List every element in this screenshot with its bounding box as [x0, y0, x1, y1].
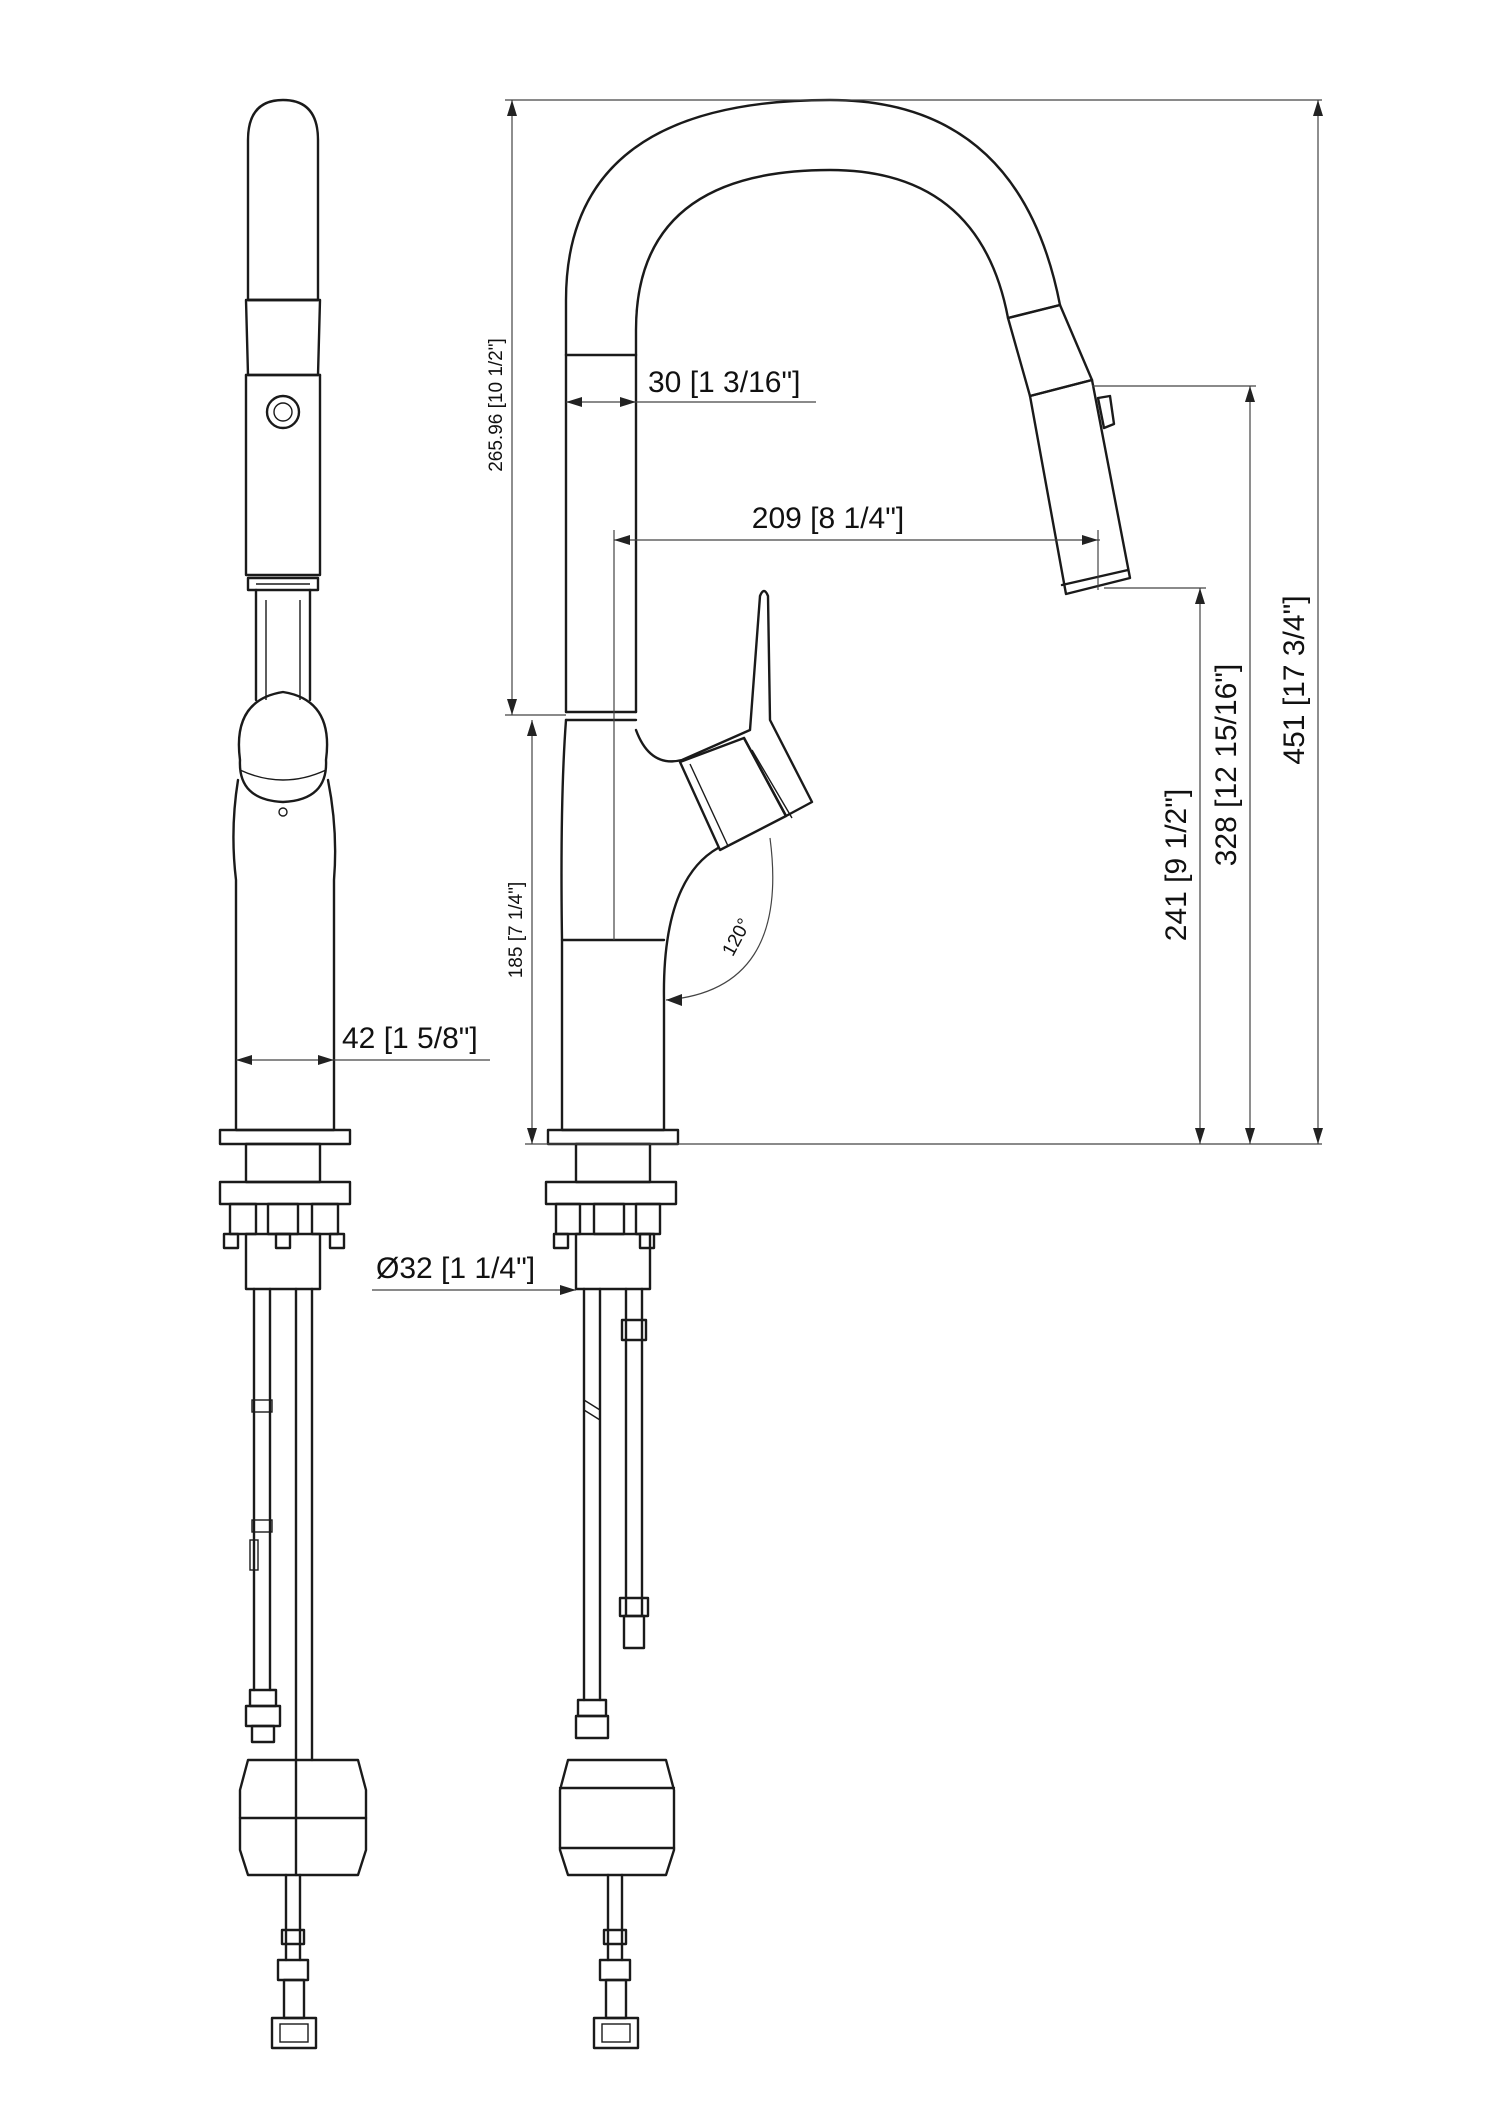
front-view [218, 98, 368, 2050]
side-base-plate [546, 1128, 680, 1146]
side-view [544, 98, 1132, 2050]
side-hose-weight [558, 1758, 676, 1877]
front-quick-connector [270, 2016, 318, 2050]
dim-spray-head-height: 328 [12 15/16"] [1210, 664, 1243, 867]
front-spray-head [244, 298, 322, 377]
dimension-lines [236, 99, 1323, 1295]
side-body [560, 718, 720, 1132]
front-base-plate [218, 1128, 352, 1146]
side-pause-button-icon [1096, 394, 1116, 430]
side-mounting-bracket [544, 1180, 678, 1206]
side-lever-handle [634, 589, 814, 818]
side-quick-connector [592, 2016, 640, 2050]
dim-shank-diameter: Ø32 [1 1/4"] [376, 1252, 535, 1285]
dim-handle-angle: 120° [719, 915, 756, 960]
front-spout-tube [246, 98, 320, 302]
pause-button-icon [265, 394, 301, 430]
dim-reach: 209 [8 1/4"] [752, 502, 904, 535]
front-handle [237, 690, 329, 804]
dim-spout-width: 30 [1 3/16"] [648, 366, 800, 399]
side-gooseneck-spout [564, 98, 1062, 357]
front-mounting-bracket [218, 1180, 352, 1206]
dimension-labels: 265.96 [10 1/2"] 185 [7 1/4"] 30 [1 3/16… [342, 338, 1311, 1285]
dim-overall-height: 451 [17 3/4"] [1278, 595, 1311, 764]
front-hose-weight [238, 1758, 368, 1877]
dim-handle-height: 185 [7 1/4"] [506, 882, 527, 979]
dim-body-width: 42 [1 5/8"] [342, 1022, 478, 1055]
dim-spout-height-arc: 265.96 [10 1/2"] [486, 338, 507, 472]
front-body [232, 778, 337, 1132]
dim-spray-outlet-height: 241 [9 1/2"] [1160, 789, 1193, 941]
